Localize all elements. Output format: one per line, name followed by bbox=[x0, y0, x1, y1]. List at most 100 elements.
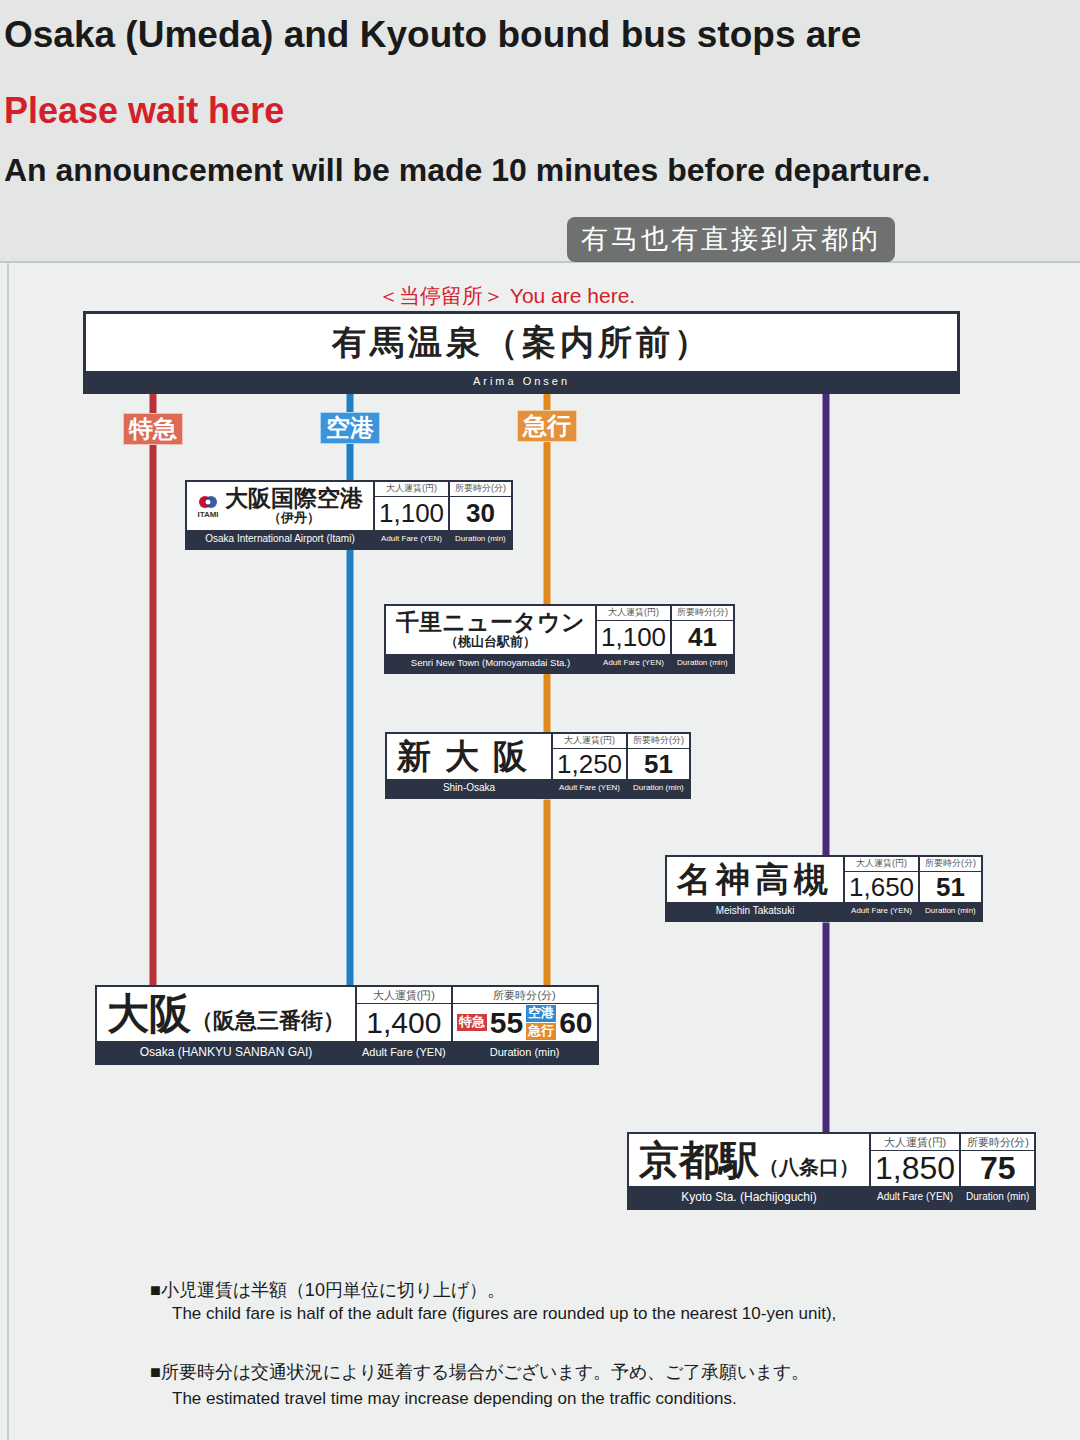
station-name: 大阪 bbox=[107, 991, 191, 1037]
value-cell: 1,400 bbox=[357, 1004, 451, 1041]
column-footer: Adult Fare (YEN) bbox=[375, 530, 448, 548]
badge-slot: 空港急行 bbox=[526, 1005, 556, 1040]
value-cell: 1,650 bbox=[845, 872, 918, 903]
fare-value: 1,250 bbox=[557, 750, 622, 779]
fare-column: 大人運賃(円)1,100Adult Fare (YEN) bbox=[595, 606, 670, 672]
station-subname: （伊丹） bbox=[268, 511, 320, 525]
name-wrap: 大阪（阪急三番街） bbox=[107, 991, 345, 1037]
fare-column: 大人運賃(円)1,250Adult Fare (YEN) bbox=[551, 734, 626, 797]
duration-value: 51 bbox=[936, 873, 965, 902]
current-stop-label: ＜当停留所＞ You are here. bbox=[378, 284, 635, 308]
station-box: ITAMI大阪国際空港（伊丹）Osaka International Airpo… bbox=[185, 480, 513, 550]
station-romaji: Senri New Town (Momoyamadai Sta.) bbox=[386, 654, 595, 672]
route-name: 空港 bbox=[326, 414, 374, 441]
footnote: ■所要時分は交通状況により延着する場合がございます。予め、ご了承願います。 bbox=[150, 1362, 809, 1383]
name-column: 千里ニュータウン（桃山台駅前） Senri New Town (Momoyamad… bbox=[386, 606, 595, 672]
route-badge: 特急 bbox=[457, 1014, 487, 1031]
name-column: 大阪（阪急三番街） Osaka (HANKYU SANBAN GAI) bbox=[97, 987, 355, 1063]
column-header: 所要時分(分) bbox=[672, 606, 733, 621]
duration-value: 41 bbox=[688, 623, 717, 652]
route-tag: 急行 bbox=[517, 410, 577, 442]
station-box: 京都駅（八条口）Kyoto Sta. (Hachijoguchi)大人運賃(円)… bbox=[627, 1132, 1036, 1210]
fare-column: 大人運賃(円)1,850Adult Fare (YEN) bbox=[869, 1134, 959, 1208]
value-cell: 特急55空港急行60 bbox=[453, 1004, 597, 1041]
route-line bbox=[544, 799, 551, 985]
duration-column: 所要時分(分)51Duration (min) bbox=[626, 734, 689, 797]
terminal-box: 有馬温泉（案内所前）Arima Onsen bbox=[83, 311, 960, 394]
duration-value: 51 bbox=[644, 750, 673, 779]
value-cell: 41 bbox=[672, 621, 733, 654]
notice-heading: Osaka (Umeda) and Kyouto bound bus stops… bbox=[4, 14, 861, 57]
fare-value: 1,650 bbox=[849, 873, 914, 902]
station-name: 千里ニュータウン bbox=[396, 610, 585, 635]
station-romaji: Osaka (HANKYU SANBAN GAI) bbox=[97, 1041, 355, 1063]
route-badge-text: 空港 bbox=[528, 1005, 554, 1020]
badge-slot: 特急 bbox=[457, 1014, 487, 1031]
name-wrap: 名神高槻 bbox=[677, 861, 833, 898]
column-header: 大人運賃(円) bbox=[597, 606, 670, 621]
value-cell: 1,100 bbox=[375, 497, 448, 530]
value-cell: 1,100 bbox=[597, 621, 670, 654]
name-wrap: 新大阪 bbox=[397, 738, 541, 775]
column-header: 大人運賃(円) bbox=[845, 857, 918, 872]
station-box: 大阪（阪急三番街） Osaka (HANKYU SANBAN GAI) 大人運賃(円… bbox=[95, 985, 599, 1065]
route-line bbox=[544, 674, 551, 732]
duration-column: 所要時分(分)51Duration (min) bbox=[918, 857, 981, 920]
fare-value: 1,850 bbox=[875, 1151, 955, 1186]
column-header: 所要時分(分) bbox=[453, 987, 597, 1004]
value-cell: 1,250 bbox=[553, 749, 626, 780]
column-header: 大人運賃(円) bbox=[553, 734, 626, 749]
duration-column: 所要時分(分)30Duration (min) bbox=[448, 482, 511, 548]
column-footer: Duration (min) bbox=[920, 902, 981, 920]
station-name: 大阪国際空港 bbox=[225, 486, 363, 511]
route-name: 特急 bbox=[129, 415, 177, 442]
station-name: 京都駅 bbox=[639, 1138, 759, 1182]
name-column: ITAMI大阪国際空港（伊丹）Osaka International Airpo… bbox=[187, 482, 373, 548]
name-area: 京都駅（八条口） bbox=[629, 1134, 869, 1186]
terminal-name: 有馬温泉（案内所前） bbox=[86, 314, 957, 371]
terminal-romaji: Arima Onsen bbox=[86, 371, 957, 391]
station-name: 新大阪 bbox=[397, 738, 541, 775]
name-column: 京都駅（八条口）Kyoto Sta. (Hachijoguchi) bbox=[629, 1134, 869, 1208]
footnote: The child fare is half of the adult fare… bbox=[172, 1304, 836, 1324]
route-badge: 空港 bbox=[526, 1005, 556, 1022]
station-subname: （阪急三番街） bbox=[191, 1009, 345, 1033]
footnote: ■小児運賃は半額（10円単位に切り上げ）。 bbox=[150, 1280, 505, 1301]
column-footer: Adult Fare (YEN) bbox=[597, 654, 670, 672]
route-badge: 急行 bbox=[526, 1023, 556, 1040]
logo-circle bbox=[205, 496, 217, 508]
route-tag: 特急 bbox=[123, 413, 183, 445]
logo-text: ITAMI bbox=[197, 511, 218, 519]
duration-value: 30 bbox=[466, 499, 495, 528]
route-line bbox=[150, 445, 157, 985]
column-header: 大人運賃(円) bbox=[871, 1134, 959, 1151]
column-header: 所要時分(分) bbox=[961, 1134, 1034, 1151]
station-subname: （八条口） bbox=[759, 1156, 859, 1178]
column-header: 大人運賃(円) bbox=[357, 987, 451, 1004]
name-wrap: 京都駅（八条口） bbox=[639, 1138, 859, 1182]
duration-value: 75 bbox=[980, 1151, 1016, 1186]
duration-column: 所要時分(分)75Duration (min) bbox=[959, 1134, 1034, 1208]
logo-dot bbox=[206, 499, 211, 504]
value-cell: 1,850 bbox=[871, 1151, 959, 1186]
route-badge-text: 特急 bbox=[459, 1014, 485, 1029]
column-footer: Duration (min) bbox=[450, 530, 511, 548]
name-area: 大阪（阪急三番街） bbox=[97, 987, 355, 1041]
duration-value: 60 bbox=[559, 1006, 592, 1039]
column-footer: Adult Fare (YEN) bbox=[553, 779, 626, 797]
column-footer: Adult Fare (YEN) bbox=[357, 1041, 451, 1063]
photo-caption: 有马也有直接到京都的 bbox=[567, 217, 895, 262]
column-footer: Adult Fare (YEN) bbox=[871, 1186, 959, 1208]
diagram-panel bbox=[0, 262, 1080, 1440]
route-line bbox=[544, 442, 551, 604]
column-footer: Duration (min) bbox=[961, 1186, 1034, 1208]
duration-value: 55 bbox=[490, 1006, 523, 1039]
route-line bbox=[347, 444, 354, 480]
station-subname: （桃山台駅前） bbox=[445, 635, 536, 649]
name-area: 名神高槻 bbox=[667, 857, 843, 902]
route-line bbox=[150, 394, 157, 413]
footnote: The estimated travel time may increase d… bbox=[172, 1389, 737, 1409]
